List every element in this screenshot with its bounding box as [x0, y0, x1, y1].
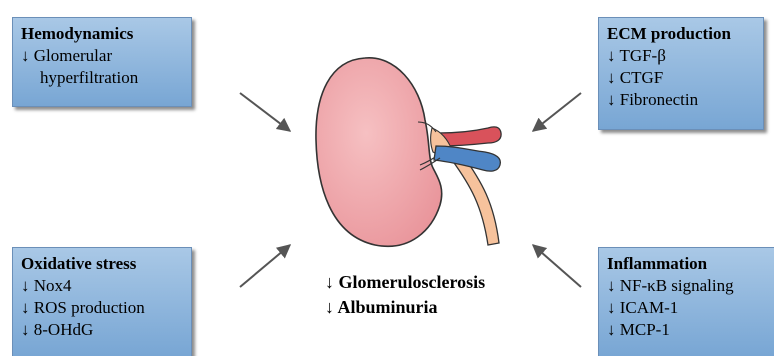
kidney-shape [316, 58, 442, 247]
ecm-title: ECM production [607, 23, 755, 45]
inflammation-item: ↓ MCP-1 [607, 319, 766, 341]
hemodynamics-title: Hemodynamics [21, 23, 183, 45]
inflammation-item: ↓ NF-κB signaling [607, 275, 766, 297]
oxidative-item: ↓ 8-OHdG [21, 319, 183, 341]
ecm-item: ↓ TGF-β [607, 45, 755, 67]
inflammation-title: Inflammation [607, 253, 766, 275]
hemodynamics-panel: Hemodynamics ↓ Glomerular hyperfiltratio… [12, 17, 192, 107]
oxidative-stress-panel: Oxidative stress ↓ Nox4 ↓ ROS production… [12, 247, 192, 356]
ecm-item: ↓ Fibronectin [607, 89, 755, 111]
outcome-albuminuria: ↓ Albuminuria [325, 295, 485, 320]
oxidative-item: ↓ ROS production [21, 297, 183, 319]
ecm-production-panel: ECM production ↓ TGF-β ↓ CTGF ↓ Fibronec… [598, 17, 764, 130]
ecm-item: ↓ CTGF [607, 67, 755, 89]
outcome-glomerulosclerosis: ↓ Glomerulosclerosis [325, 270, 485, 295]
hemodynamics-item: hyperfiltration [21, 67, 183, 89]
arrow-ecm [533, 93, 581, 131]
outcomes-text: ↓ Glomerulosclerosis ↓ Albuminuria [325, 270, 485, 320]
inflammation-panel: Inflammation ↓ NF-κB signaling ↓ ICAM-1 … [598, 247, 774, 356]
oxidative-title: Oxidative stress [21, 253, 183, 275]
oxidative-item: ↓ Nox4 [21, 275, 183, 297]
inflammation-item: ↓ ICAM-1 [607, 297, 766, 319]
arrow-hemodynamics [240, 93, 290, 131]
hemodynamics-item: ↓ Glomerular [21, 45, 183, 67]
arrow-oxidative [240, 245, 290, 287]
arrow-inflammation [533, 245, 581, 287]
